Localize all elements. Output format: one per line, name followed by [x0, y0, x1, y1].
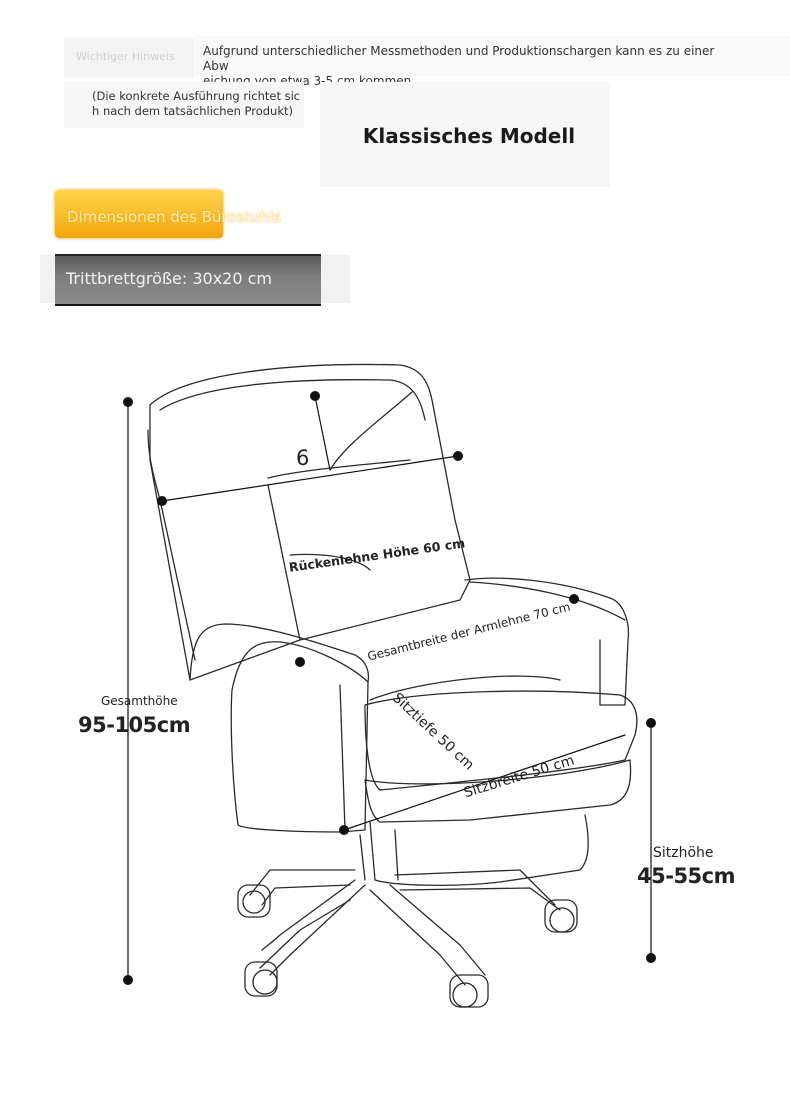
seat-width-line [343, 734, 626, 831]
seat-height-value: 45-55cm [637, 864, 736, 888]
backrest-width-line [161, 455, 459, 502]
base-leg-left [249, 869, 356, 906]
execution-note-line-2: h nach dem tatsächlichen Produkt) [92, 104, 294, 118]
backrest-marker-line [314, 395, 331, 471]
backrest-outline [149, 363, 471, 681]
model-title-background [320, 82, 610, 187]
right-armrest [464, 577, 630, 706]
left-armrest-top [231, 641, 369, 691]
backrest-width-right-dot [453, 451, 463, 461]
total-height-top-dot [123, 397, 133, 407]
backrest-marker-label: 6 [296, 446, 310, 470]
seat-side-seam [369, 675, 561, 701]
important-hint-label: Wichtiger Hinweis [64, 38, 194, 78]
backrest-side-line [147, 429, 196, 661]
total-height-bottom-dot [123, 975, 133, 985]
total-height-value: 95-105cm [78, 713, 191, 737]
left-armrest [189, 623, 370, 833]
armrest-right-dot [569, 594, 579, 604]
seat-front [364, 759, 632, 823]
right-armrest-top [469, 581, 626, 621]
chair-base [261, 879, 366, 976]
left-armrest-front [339, 684, 346, 831]
measurement-note-line-1: Aufgrund unterschiedlicher Messmethoden … [203, 44, 715, 73]
caster-left [237, 884, 271, 918]
gas-lift [359, 829, 399, 881]
dimensions-tag-label: Dimensionen des Bürostuhls [67, 208, 282, 226]
total-height-label: Gesamthöhe [101, 694, 178, 708]
execution-note-background [64, 82, 304, 128]
seat-height-label: Sitzhöhe [653, 845, 714, 861]
footrest-tag-label: Trittbrettgröße: 30x20 cm [66, 269, 272, 288]
footrest [369, 814, 589, 886]
base-leg-back [259, 899, 351, 969]
backrest-headpad [267, 459, 411, 479]
measurement-note-background [195, 36, 790, 76]
base-leg-right [394, 869, 561, 911]
seat-height-top-dot [646, 718, 656, 728]
base-leg-front [369, 884, 486, 986]
seat-width-left-dot [339, 825, 349, 835]
armrest-left-dot [295, 657, 305, 667]
dimensions-tag [55, 190, 223, 238]
seat-cushion [364, 690, 638, 791]
backrest-lumbar [267, 484, 301, 641]
backrest-cushion-line [289, 553, 371, 571]
model-title: Klassisches Modell [362, 124, 576, 148]
caster-right [544, 899, 578, 933]
backrest-width-left-dot [157, 496, 167, 506]
caster-front-right [449, 974, 489, 1008]
caster-front-left [244, 961, 278, 997]
backrest-inner-line [159, 379, 426, 421]
execution-note: (Die konkrete Ausführung richtet sic h n… [92, 89, 307, 119]
backrest-marker-dot [310, 391, 320, 401]
backrest-center-seam [329, 391, 413, 471]
execution-note-line-1: (Die konkrete Ausführung richtet sic [92, 89, 301, 103]
footrest-tag [55, 254, 321, 306]
seat-height-bottom-dot [646, 953, 656, 963]
